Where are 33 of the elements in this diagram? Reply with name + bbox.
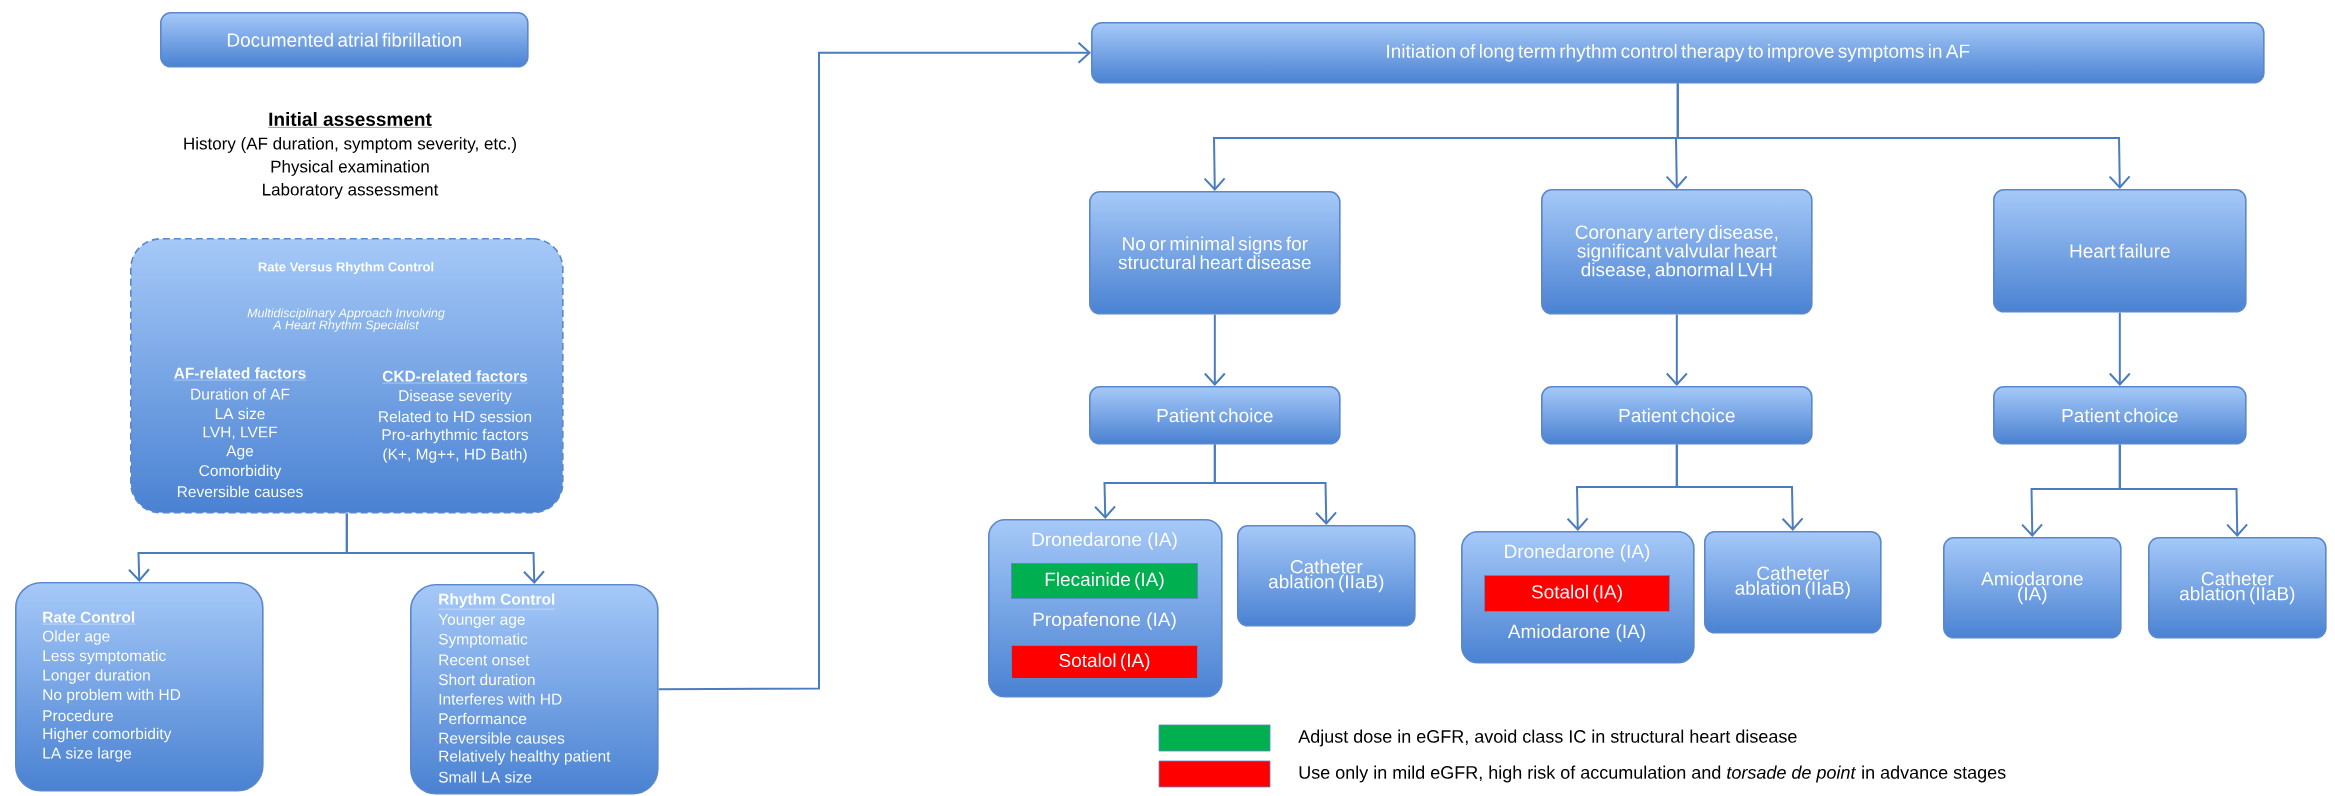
process-box: Coronary artery disease, significant valvular heart disease, abnormal LVH (1541, 189, 1813, 315)
arrow (657, 41, 1091, 691)
process-box: Patient choice (1993, 386, 2247, 445)
process-box: Initiation of long term rhythm control therapy to improve symptoms in AF (1091, 22, 2265, 84)
criteria-box: Rhythm Control Younger age Symptomatic Recent onset Short duration Interferes with HD Performance Reversible causes Relatively healthy patient Small LA size (410, 584, 659, 795)
arrow (1213, 443, 1338, 525)
arrow (2108, 311, 2131, 386)
arrow (345, 512, 545, 584)
arrow (1676, 82, 2131, 189)
arrow (1203, 313, 1226, 386)
process-box: Catheter ablation (IIaB) (2148, 537, 2327, 639)
highlight-bar: Sotalol (IA) (1011, 645, 1198, 679)
process-box: Documented atrial fibrillation (160, 12, 529, 68)
arrow (1675, 443, 1804, 531)
legend-text: Use only in mild eGFR, high risk of accumulation and torsade de point in advance stages (1299, 765, 2006, 783)
highlight-bar: Flecainide (IA) (1011, 563, 1198, 599)
process-box: Heart failure (1993, 189, 2247, 313)
criteria-box: Rate Versus Rhythm Control Multidisciplinary Approach Involving A Heart Rhythm Specialist AF-related factors Duration of AF LA size LVH, LVEF Age Comorbidity Reversible causes CKD-related factors Disease severity Related to HD session Pro-arhythmic factors (K+, Mg++, HD Bath) (130, 238, 564, 514)
process-box: Catheter ablation (IIaB) (1237, 525, 1416, 627)
process-box: Patient choice (1541, 386, 1813, 445)
arrow (1665, 313, 1688, 386)
process-box: Patient choice (1089, 386, 1341, 445)
assessment-text: Laboratory assessment (263, 183, 439, 199)
legend-text: Adjust dose in eGFR, avoid class IC in structural heart disease (1298, 729, 1797, 747)
assessment-text: Physical examination (271, 160, 429, 176)
criteria-box: Rate Control Older age Less symptomatic Longer duration No problem with HD Procedure Higher comorbidity LA size large (15, 582, 264, 792)
process-box: No or minimal signs for structural heart disease (1089, 191, 1341, 315)
section-heading: Initial assessment (267, 112, 433, 128)
process-box: Catheter ablation (IIaB) (1704, 531, 1882, 634)
process-box: Amiodarone (IA) (1943, 537, 2122, 639)
assessment-text: History (AF duration, symptom severity, etc.) (184, 137, 516, 153)
arrow (2118, 443, 2249, 537)
highlight-bar: Sotalol (IA) (1484, 575, 1670, 612)
